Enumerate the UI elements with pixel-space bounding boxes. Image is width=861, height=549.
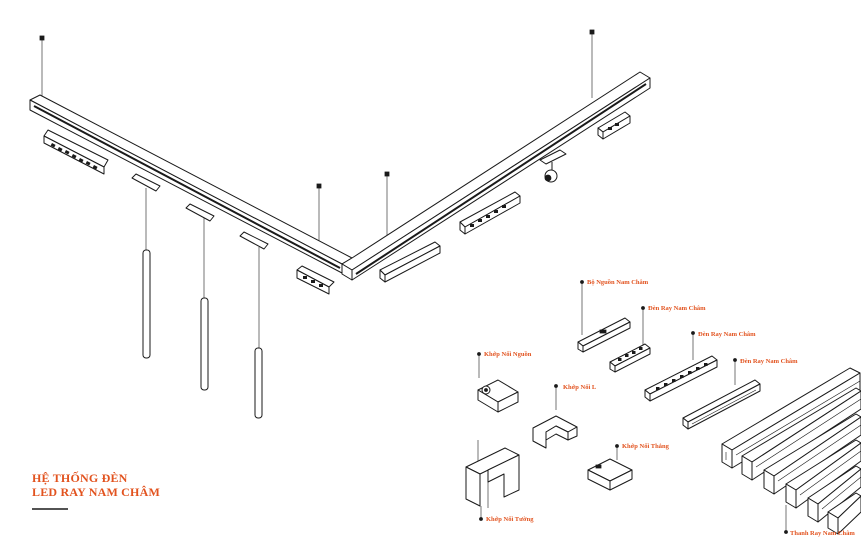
diagram-title: HỆ THỐNG ĐÈN LED RAY NAM CHÂM	[32, 470, 160, 510]
title-line-1: HỆ THỐNG ĐÈN	[32, 470, 128, 485]
main-assembly	[29, 29, 651, 419]
power-connector-label: Khớp Nối Nguồn	[484, 351, 532, 358]
track-bar-6	[827, 492, 861, 535]
track-light-3-part: Đèn Ray Nam Châm	[682, 358, 798, 430]
straight-connector-part: Khớp Nối Thẳng	[587, 443, 670, 491]
components: Bộ Nguồn Nam Châm Đèn Ray Nam Châm	[465, 279, 861, 537]
wall-connector-label: Khớp Nối Tường	[486, 516, 534, 523]
track-light-3-label: Đèn Ray Nam Châm	[740, 358, 798, 365]
track-bar-2	[741, 387, 861, 481]
spotlight-head	[539, 149, 567, 183]
title-line-2: LED RAY NAM CHÂM	[32, 485, 160, 499]
l-connector-part: Khớp Nối L	[532, 384, 597, 449]
track-light-2-label: Đèn Ray Nam Châm	[698, 331, 756, 338]
l-connector-label: Khớp Nối L	[563, 384, 597, 391]
track-bar-5	[807, 465, 861, 523]
left-spot-module	[43, 129, 109, 175]
track-bar-label: Thanh Ray Nam Châm	[790, 530, 855, 537]
power-connector-part: Khớp Nối Nguồn	[477, 351, 532, 413]
right-linear-light	[379, 241, 441, 283]
far-right-spot-module	[597, 111, 631, 140]
power-module-label: Bộ Nguồn Nam Châm	[587, 279, 649, 286]
straight-connector-label: Khớp Nối Thẳng	[622, 443, 670, 450]
track-bar-part: Thanh Ray Nam Châm	[721, 367, 861, 537]
track-light-1-label: Đèn Ray Nam Châm	[648, 305, 706, 312]
track-bar-4	[785, 439, 861, 509]
right-track-rail	[341, 71, 651, 281]
suspension-wires	[39, 29, 595, 248]
track-light-2-part: Đèn Ray Nam Châm	[644, 331, 756, 402]
power-module-part: Bộ Nguồn Nam Châm	[577, 279, 649, 353]
right-spot-module	[459, 191, 521, 235]
track-bar-3	[763, 413, 861, 495]
pendant-lights	[131, 173, 269, 419]
left-track-rail	[29, 94, 353, 274]
track-light-1-part: Đèn Ray Nam Châm	[609, 305, 706, 373]
corner-spot-module	[296, 265, 335, 295]
wall-connector-part: Khớp Nối Tường	[465, 440, 534, 523]
